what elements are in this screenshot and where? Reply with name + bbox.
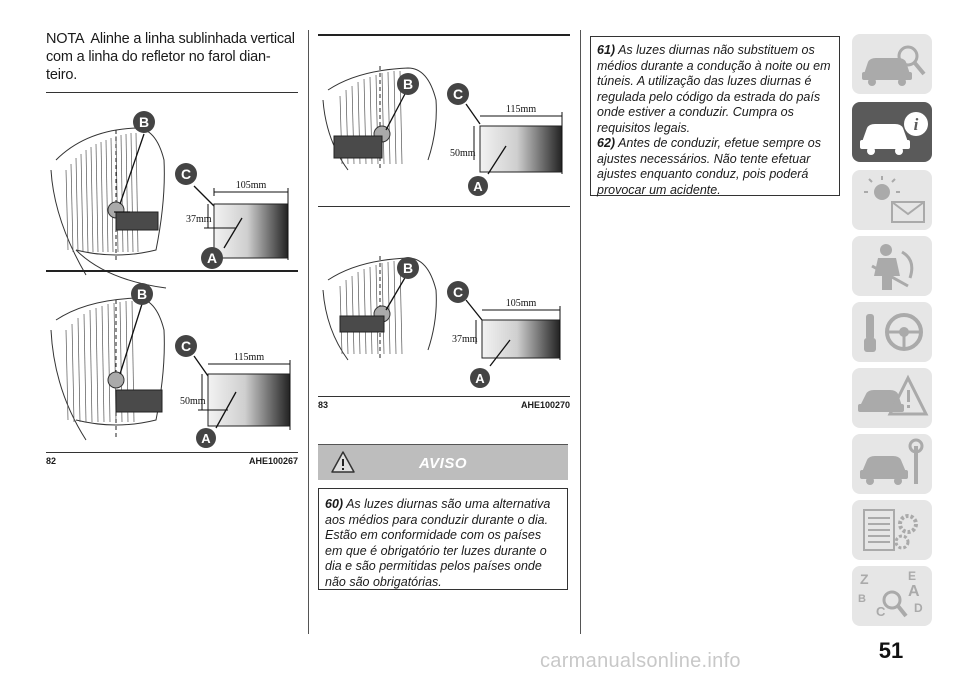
figure-82-bottom-rule bbox=[46, 270, 298, 272]
headlight-diagram-82: B C 105mm 37mm A bbox=[50, 111, 289, 289]
note-61-text: As luzes diurnas não substituem os médio… bbox=[597, 43, 831, 135]
headlight-diagram-115: B C 115mm 50mm A bbox=[322, 66, 563, 196]
car-info-icon: i bbox=[860, 112, 928, 155]
car-crash-warning-icon bbox=[858, 374, 929, 416]
figure-number: 83 bbox=[318, 400, 329, 410]
callout-b: B bbox=[139, 114, 149, 130]
sidebar-tab-car-info[interactable]: i bbox=[852, 102, 932, 162]
dim-width: 115mm bbox=[506, 104, 536, 115]
callout-c: C bbox=[181, 166, 191, 182]
figure-82-top-rule bbox=[46, 92, 298, 93]
aviso-box: 60) As luzes diurnas são uma alternativa… bbox=[318, 488, 568, 590]
caption-83-rule bbox=[318, 396, 570, 397]
figure-82: B C 105mm 37mm A bbox=[46, 100, 298, 290]
figure-82-caption: 82 AHE100267 bbox=[46, 454, 298, 466]
dim-height: 50mm bbox=[450, 148, 476, 159]
svg-text:A: A bbox=[908, 583, 920, 600]
note-text: Alinhe a linha sublinhada vertical com a… bbox=[46, 31, 295, 83]
figure-code: AHE100270 bbox=[520, 400, 570, 410]
aviso-header: AVISO bbox=[318, 444, 568, 480]
headlight-diagram-83: B C 105mm 37mm A bbox=[322, 256, 561, 388]
dim-width: 115mm bbox=[234, 352, 264, 363]
car-wrench-icon bbox=[860, 438, 924, 485]
notes-box: 61) As luzes diurnas não substituem os m… bbox=[590, 36, 840, 198]
warning-light-mail-icon bbox=[864, 176, 925, 223]
callout-a: A bbox=[473, 179, 483, 194]
note-61-number: 61) bbox=[597, 43, 616, 57]
dim-width: 105mm bbox=[236, 180, 267, 191]
headlight-diagram-82b: B C 115mm 50mm A bbox=[50, 283, 291, 448]
figure-code: AHE100267 bbox=[248, 456, 298, 466]
dim-height: 37mm bbox=[452, 334, 478, 345]
note-62: 62) Antes de conduzir, efetue sempre os … bbox=[597, 136, 833, 198]
dim-width: 105mm bbox=[506, 298, 537, 309]
note-62-number: 62) bbox=[597, 136, 616, 150]
figure-number: 82 bbox=[46, 456, 57, 466]
figure-mid-rule bbox=[318, 206, 570, 207]
dim-height: 37mm bbox=[186, 214, 212, 225]
note-61: 61) As luzes diurnas não substituem os m… bbox=[597, 43, 833, 136]
svg-text:i: i bbox=[914, 115, 919, 134]
svg-text:E: E bbox=[908, 569, 916, 583]
callout-c: C bbox=[453, 86, 463, 102]
svg-text:B: B bbox=[858, 593, 866, 605]
callout-c: C bbox=[181, 338, 191, 354]
page-number: 51 bbox=[878, 638, 904, 663]
svg-text:Z: Z bbox=[860, 571, 869, 587]
dim-height: 50mm bbox=[180, 396, 206, 407]
sidebar-tab-maintenance[interactable] bbox=[852, 434, 932, 494]
callout-c: C bbox=[453, 284, 463, 300]
aviso-number: 60) bbox=[325, 497, 344, 511]
svg-text:D: D bbox=[914, 601, 923, 615]
car-search-icon bbox=[862, 45, 926, 86]
callout-a: A bbox=[207, 250, 217, 266]
callout-a: A bbox=[201, 431, 211, 446]
figure-top-rule bbox=[318, 34, 570, 36]
callout-b: B bbox=[403, 260, 413, 276]
column-divider-1 bbox=[308, 30, 309, 634]
spec-list-gear-icon bbox=[863, 509, 918, 551]
note-label: NOTA bbox=[46, 31, 85, 47]
caption-82-rule bbox=[46, 452, 298, 453]
watermark: carmanualsonline.info bbox=[540, 650, 741, 672]
steering-key-icon bbox=[864, 313, 923, 352]
callout-b: B bbox=[403, 76, 413, 92]
note-62-text: Antes de conduzir, efetue sempre os ajus… bbox=[597, 136, 821, 197]
figure-82b: B C 115mm 50mm A bbox=[46, 280, 298, 450]
figure-115: B C 115mm 50mm A bbox=[318, 40, 570, 200]
sidebar-tab-starting-driving[interactable] bbox=[852, 302, 932, 362]
sidebar-tab-emergency[interactable] bbox=[852, 368, 932, 428]
sidebar-tab-warning-lights[interactable] bbox=[852, 170, 932, 230]
sidebar-tab-safety[interactable] bbox=[852, 236, 932, 296]
aviso-text: As luzes diurnas são uma alternativa aos… bbox=[325, 497, 551, 589]
alphabet-index-icon: Z E B A C D bbox=[858, 569, 923, 619]
callout-b: B bbox=[137, 286, 147, 302]
sidebar-tab-specifications[interactable] bbox=[852, 500, 932, 560]
sidebar-tab-index[interactable]: Z E B A C D bbox=[852, 566, 932, 626]
column-divider-2 bbox=[580, 30, 581, 634]
airbag-person-icon bbox=[871, 244, 914, 290]
svg-text:C: C bbox=[876, 604, 886, 619]
figure-83: B C 105mm 37mm A bbox=[318, 230, 570, 390]
aviso-title: AVISO bbox=[418, 455, 468, 472]
warning-triangle-icon bbox=[331, 451, 355, 473]
sidebar-tab-car-search[interactable] bbox=[852, 34, 932, 94]
figure-83-caption: 83 AHE100270 bbox=[318, 398, 570, 410]
callout-a: A bbox=[475, 371, 485, 386]
